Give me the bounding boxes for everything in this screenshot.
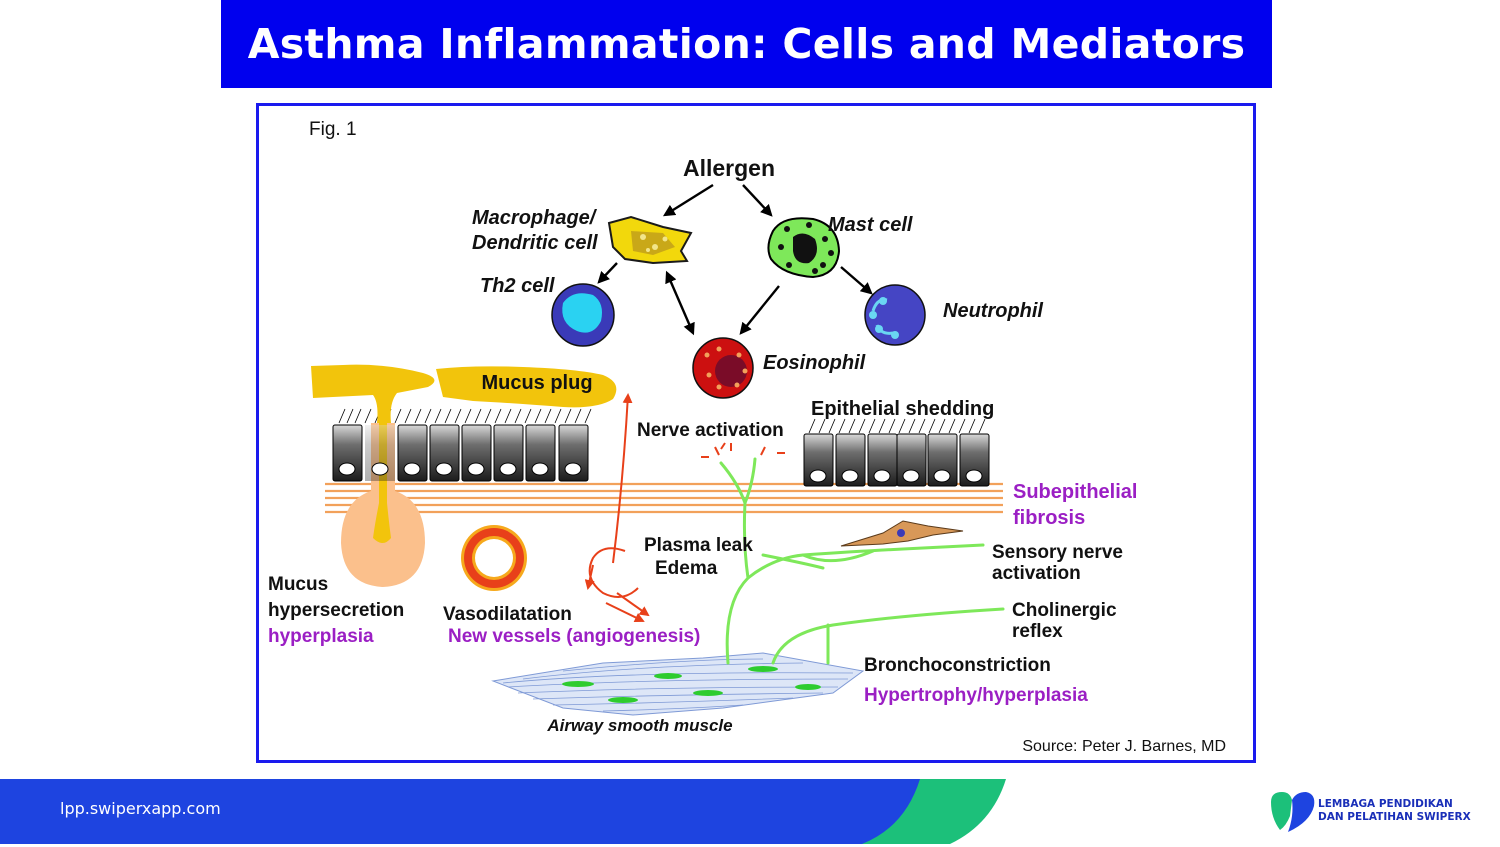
figure-source: Source: Peter J. Barnes, MD xyxy=(1022,738,1226,755)
hyperplasia-label: hyperplasia xyxy=(268,626,374,647)
th2-cell-label: Th2 cell xyxy=(480,275,555,297)
plasma-leak-label: Plasma leak xyxy=(644,535,753,556)
nerve-activation-label: Nerve activation xyxy=(637,420,784,441)
slide-title: Asthma Inflammation: Cells and Mediators xyxy=(247,20,1246,68)
allergen-label: Allergen xyxy=(683,155,775,181)
subepithelial-label-line2: fibrosis xyxy=(1013,507,1085,529)
eosinophil-label: Eosinophil xyxy=(763,352,866,374)
hypersecretion-label: hypersecretion xyxy=(268,600,404,621)
sensory-nerve-label-line1: Sensory nerve xyxy=(992,542,1123,563)
epithelium-left xyxy=(332,408,592,482)
eosinophil-cell xyxy=(692,337,754,399)
mucus-gland xyxy=(341,423,425,587)
logo-text: LEMBAGA PENDIDIKAN DAN PELATIHAN SWIPERX xyxy=(1318,798,1471,824)
macrophage-label-line1: Macrophage/ xyxy=(472,207,598,229)
mucus-label: Mucus xyxy=(268,574,328,595)
slide-title-bar: Asthma Inflammation: Cells and Mediators xyxy=(221,0,1272,88)
cell-arrows xyxy=(597,183,873,336)
neutrophil-cell xyxy=(864,284,926,346)
subepithelial-fibrosis-layers xyxy=(325,482,1003,514)
epithelium-right xyxy=(803,418,990,487)
nerve-fibers xyxy=(719,457,1005,665)
asthma-diagram: Airway smooth muscle xyxy=(268,119,1226,755)
neutrophil-label: Neutrophil xyxy=(943,300,1043,322)
figure-label: Fig. 1 xyxy=(309,119,357,140)
bronchoconstriction-label: Bronchoconstriction xyxy=(864,655,1051,676)
fibroblast xyxy=(840,520,964,547)
mucus-plug-label: Mucus plug xyxy=(481,372,592,394)
footer-bar xyxy=(0,779,1500,844)
logo-text-line1: LEMBAGA PENDIDIKAN xyxy=(1318,798,1453,810)
plasma-leak-vessel xyxy=(584,393,650,622)
new-vessels-label: New vessels (angiogenesis) xyxy=(448,626,700,647)
nerve-activation-sparks xyxy=(701,442,785,458)
subepithelial-label-line1: Subepithelial xyxy=(1013,481,1137,503)
epithelial-shedding-label: Epithelial shedding xyxy=(811,398,994,420)
cholinergic-label-line2: reflex xyxy=(1012,621,1063,642)
macrophage-label-line2: Dendritic cell xyxy=(472,232,598,254)
vasodilatation-label: Vasodilatation xyxy=(443,604,572,625)
airway-smooth-muscle xyxy=(491,652,865,716)
cholinergic-label-line1: Cholinergic xyxy=(1012,600,1117,621)
edema-label: Edema xyxy=(655,558,718,579)
mast-cell xyxy=(767,217,841,279)
macrophage-cell xyxy=(607,215,693,265)
mast-cell-label: Mast cell xyxy=(828,214,913,236)
airway-smooth-muscle-label: Airway smooth muscle xyxy=(546,716,732,735)
blood-vessel-ring xyxy=(461,525,527,591)
footer-url[interactable]: lpp.swiperxapp.com xyxy=(60,799,221,818)
sensory-nerve-label-line2: activation xyxy=(992,563,1081,584)
figure-frame: Airway smooth muscle xyxy=(256,103,1256,763)
th2-cell xyxy=(551,283,615,347)
hypertrophy-label: Hypertrophy/hyperplasia xyxy=(864,685,1088,706)
mucus-plug-shapes xyxy=(311,364,617,423)
swiperx-logo-icon xyxy=(1271,792,1315,832)
logo-text-line2: DAN PELATIHAN SWIPERX xyxy=(1318,811,1471,823)
